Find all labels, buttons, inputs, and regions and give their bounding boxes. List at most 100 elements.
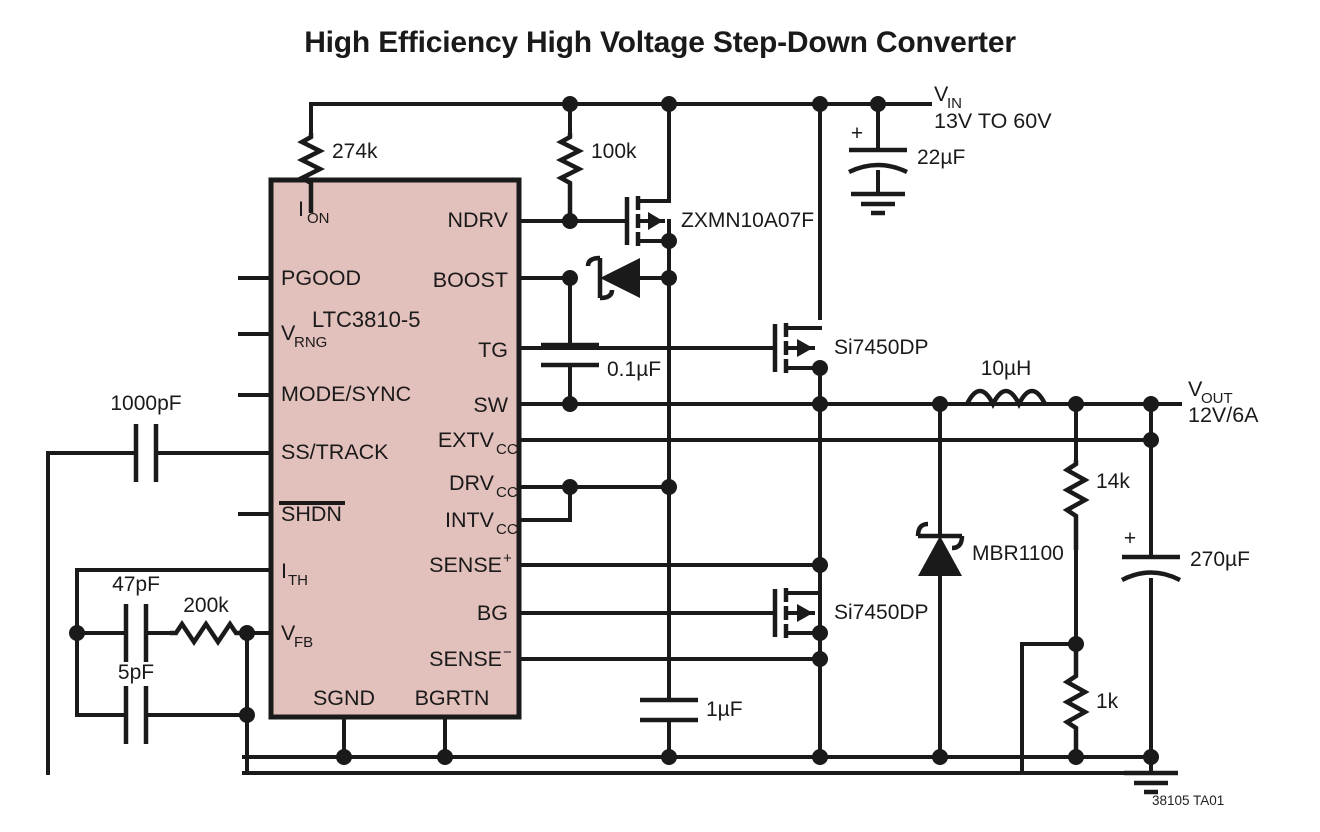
net-label-vin-sub: IN xyxy=(947,95,962,112)
resistor-1k-label: 1k xyxy=(1096,690,1119,713)
capacitor-47pf xyxy=(75,604,172,662)
figure-caption: 38105 TA01 xyxy=(1152,793,1224,808)
wire-fb-tap-to-vfb-net xyxy=(1020,642,1078,775)
junction-gnd-diode xyxy=(932,749,948,765)
resistor-274k xyxy=(296,133,326,213)
pin-label-extvcc-base: EXTV xyxy=(438,428,495,452)
pin-label-boost-base: BOOST xyxy=(433,268,508,292)
capacitor-1uf-label: 1µF xyxy=(706,698,743,721)
resistor-200k xyxy=(170,619,247,647)
pin-label-shdn-base: SHDN xyxy=(281,502,342,526)
pin-label-sgnd: SGND xyxy=(313,686,375,710)
capacitor-0p1uf-label: 0.1µF xyxy=(607,358,661,381)
pin-label-ith: I TH xyxy=(281,559,308,589)
net-label-vout-base: V xyxy=(1188,377,1203,401)
pin-label-tg-base: TG xyxy=(478,338,508,362)
junction-ndrv-100k xyxy=(562,213,578,229)
net-label-vout: V OUT 12V/6A xyxy=(1188,377,1259,427)
pin-label-vfb: V FB xyxy=(281,621,313,651)
pin-label-intvcc: INTV CC xyxy=(445,508,518,538)
diode-boost-schottky xyxy=(585,255,671,301)
pin-label-vrng: V RNG xyxy=(281,321,327,351)
pin-label-ion-sub: ON xyxy=(307,210,330,227)
net-label-vin-range: 13V TO 60V xyxy=(934,109,1052,133)
pin-label-ss-track-base: SS/TRACK xyxy=(281,440,389,464)
ic-pins-right: NDRV BOOST TG SW EXTV CC DRV CC INTV CC … xyxy=(429,208,518,671)
capacitor-5pf xyxy=(75,686,249,744)
resistor-100k xyxy=(555,133,585,221)
pin-label-sw-base: SW xyxy=(473,393,508,417)
pin-label-extvcc: EXTV CC xyxy=(438,428,518,458)
pin-label-drvcc-sub: CC xyxy=(496,484,518,501)
diode-mbr1100-schottky xyxy=(915,521,965,759)
pin-label-bg-base: BG xyxy=(477,601,508,625)
junction-ith-net-left xyxy=(69,625,85,641)
junction-sw-cboost xyxy=(562,396,578,412)
capacitor-5pf-label: 5pF xyxy=(118,661,154,684)
pin-label-ion: I ON xyxy=(298,197,330,227)
capacitor-22uf-label: 22µF xyxy=(917,146,965,169)
pin-label-pgood-base: PGOOD xyxy=(281,266,361,290)
pin-label-sense-plus: SENSE + xyxy=(429,550,512,577)
pin-label-ndrv: NDRV xyxy=(447,208,508,232)
pin-label-sense-minus: SENSE − xyxy=(429,644,512,671)
pin-label-sw: SW xyxy=(473,393,508,417)
diode-mbr1100-label: MBR1100 xyxy=(972,542,1064,565)
pin-label-ss-track: SS/TRACK xyxy=(281,440,389,464)
pin-label-vrng-base: V xyxy=(281,321,296,345)
pin-label-vrng-sub: RNG xyxy=(294,334,327,351)
pin-label-pgood: PGOOD xyxy=(281,266,361,290)
ic-pins-bottom: SGND BGRTN xyxy=(313,686,490,710)
pin-label-boost: BOOST xyxy=(433,268,508,292)
pin-label-sense-minus-sup: − xyxy=(503,644,512,661)
pin-label-drvcc: DRV CC xyxy=(449,471,518,501)
pin-label-sense-minus-base: SENSE xyxy=(429,647,502,671)
pin-label-vfb-base: V xyxy=(281,621,296,645)
junction-gnd-c1uf xyxy=(661,749,677,765)
capacitor-47pf-label: 47pF xyxy=(112,573,160,596)
pin-label-ith-base: I xyxy=(281,559,287,583)
pin-label-intvcc-base: INTV xyxy=(445,508,495,532)
mosfet-top-si7450dp-label: Si7450DP xyxy=(834,336,929,359)
pin-label-sense-plus-sup: + xyxy=(503,550,512,567)
capacitor-270uf-label: 270µF xyxy=(1190,548,1250,571)
net-label-vin: V IN 13V TO 60V xyxy=(934,82,1052,133)
pin-label-mode-sync-base: MODE/SYNC xyxy=(281,382,411,406)
pin-label-tg: TG xyxy=(478,338,508,362)
pin-label-bgrtn: BGRTN xyxy=(415,686,490,710)
net-label-vout-sub: OUT xyxy=(1201,390,1233,407)
pin-label-mode-sync: MODE/SYNC xyxy=(281,382,411,406)
capacitor-1000pf-label: 1000pF xyxy=(110,392,181,415)
capacitor-22uf xyxy=(848,147,908,216)
wire-intvcc-to-drvcc xyxy=(517,485,572,522)
pin-label-sense-plus-base: SENSE xyxy=(429,553,502,577)
junction-botfet-source xyxy=(812,625,828,641)
ic-body-ltc3810-5 xyxy=(268,177,522,720)
net-label-vout-rating: 12V/6A xyxy=(1188,403,1259,427)
resistor-14k-label: 14k xyxy=(1096,470,1130,493)
pin-label-ndrv-base: NDRV xyxy=(447,208,508,232)
mosfet-bottom-si7450dp xyxy=(772,588,822,638)
cin-plus-marker: + xyxy=(851,122,863,145)
resistor-200k-label: 200k xyxy=(183,594,229,617)
mosfet-zxmn10a07f-label: ZXMN10A07F xyxy=(681,209,814,232)
capacitor-1000pf xyxy=(46,424,168,482)
pin-label-extvcc-sub: CC xyxy=(496,441,518,458)
net-label-vin-base: V xyxy=(934,82,949,106)
pin-label-drvcc-base: DRV xyxy=(449,471,495,495)
pin-label-ith-sub: TH xyxy=(288,572,308,589)
capacitor-1uf xyxy=(640,681,698,759)
pin-label-vfb-sub: FB xyxy=(294,634,313,651)
inductor-10uh xyxy=(964,388,1048,410)
figure-title: High Efficiency High Voltage Step-Down C… xyxy=(304,26,1016,59)
pin-label-ion-base: I xyxy=(298,197,304,221)
capacitor-270uf xyxy=(1120,505,1182,759)
mosfet-bottom-si7450dp-label: Si7450DP xyxy=(834,601,929,624)
resistor-100k-label: 100k xyxy=(591,140,637,163)
pin-label-bg: BG xyxy=(477,601,508,625)
ic-pins-left: I ON PGOOD V RNG MODE/SYNC SS/TRACK SHDN… xyxy=(279,197,411,651)
cout-plus-marker: + xyxy=(1124,527,1136,550)
inductor-10uh-label: 10µH xyxy=(981,357,1032,380)
resistor-274k-label: 274k xyxy=(332,140,378,163)
capacitor-0p1uf xyxy=(541,342,599,406)
